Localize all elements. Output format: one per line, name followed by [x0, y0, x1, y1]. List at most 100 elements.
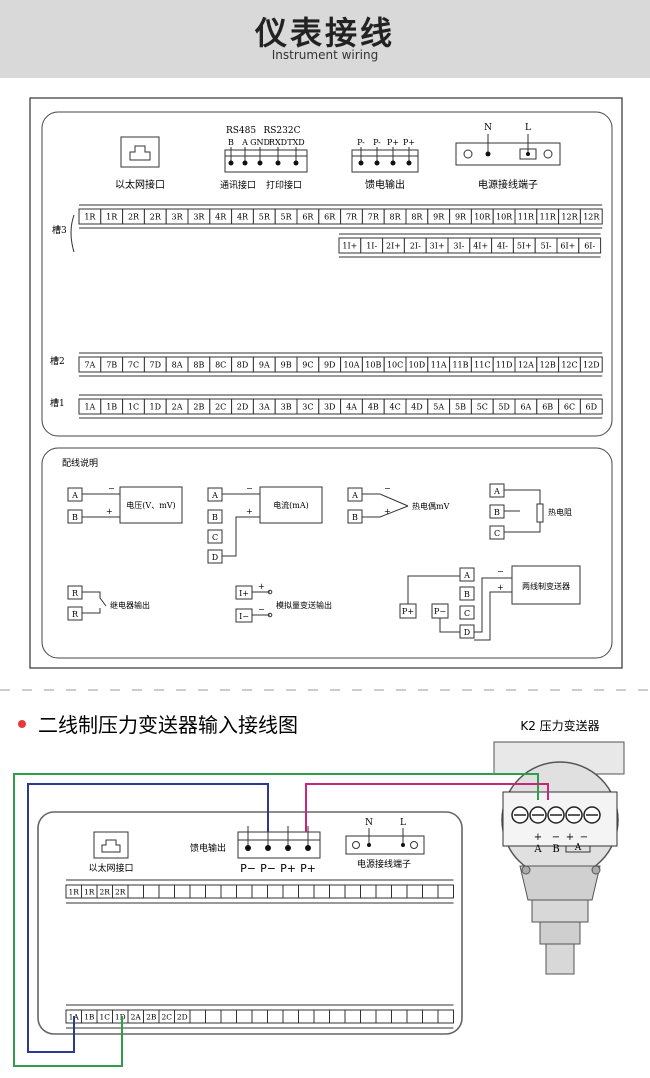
tx-letter-b: B: [552, 844, 559, 855]
power-pin-n-2: N: [365, 818, 373, 828]
terminal-cell: [437, 1009, 454, 1024]
terminal-label: 1C: [128, 402, 139, 411]
analog-label: 模拟量变送输出: [276, 600, 332, 610]
power-terminal-block-2: [345, 828, 425, 855]
terminal-label: 1I+: [342, 241, 357, 250]
relay-diagram: R R 继电器输出: [67, 585, 150, 621]
power-label: 电源接线端子: [478, 178, 538, 191]
terminal-label: 8B: [193, 360, 204, 369]
terminal-cell: [205, 884, 222, 899]
svg-text:B: B: [212, 513, 218, 522]
terminal-label: 2R: [115, 888, 126, 897]
terminal-label: 6R: [324, 212, 336, 221]
terminal-label: 1C: [99, 1013, 110, 1022]
svg-text:−: −: [246, 484, 253, 493]
terminal-label: 1A: [84, 402, 95, 411]
slot2-label: 槽2: [50, 355, 65, 367]
terminal-cell: [251, 884, 268, 899]
terminal-label: 4I-: [497, 241, 508, 250]
feed-pin-label: P+: [280, 862, 296, 875]
rs232-label: RS232C: [263, 126, 300, 136]
transmitter-title: K2 压力变送器: [520, 718, 599, 733]
comm-pin-label: RXD: [269, 138, 287, 147]
page-subtitle: Instrument wiring: [271, 48, 379, 62]
terminal-cell: [236, 884, 253, 899]
outer-frame: [29, 97, 623, 669]
terminal-label: 4R: [237, 212, 249, 221]
slot1-label: 槽1: [50, 397, 65, 409]
comm-pin-label: B: [228, 138, 234, 147]
terminal-cell: [298, 884, 315, 899]
svg-text:P+: P+: [402, 607, 414, 616]
relay-label: 继电器输出: [110, 600, 150, 610]
terminal-label: 3I-: [453, 241, 464, 250]
terminal-label: 2I-: [410, 241, 421, 250]
terminal-label: 12R: [583, 212, 600, 221]
terminal-label: 3I+: [430, 241, 445, 250]
terminal-cell: [406, 884, 423, 899]
terminal-label: 10C: [387, 360, 403, 369]
terminal-label: 5I+: [517, 241, 532, 250]
ethernet-label: 以太网接口: [115, 178, 165, 191]
svg-text:C: C: [494, 529, 500, 538]
rtd-label: 热电阻: [548, 507, 572, 517]
tx-sign: +: [566, 832, 574, 843]
terminal-cell: [298, 1009, 315, 1024]
terminal-label: 9D: [324, 360, 336, 369]
svg-text:A: A: [493, 487, 500, 496]
terminal-label: 4I+: [473, 241, 488, 250]
terminal-cell: [360, 1009, 377, 1024]
bullet-dot: [18, 720, 26, 728]
svg-text:A: A: [211, 491, 218, 500]
terminal-cell: [282, 1009, 299, 1024]
terminal-cell: [375, 1009, 392, 1024]
ethernet-label-2: 以太网接口: [88, 862, 133, 874]
terminal-label: 1R: [84, 212, 96, 221]
terminal-label: 4C: [389, 402, 400, 411]
svg-text:A: A: [351, 491, 358, 500]
terminal-label: 5C: [477, 402, 488, 411]
terminal-cell: [127, 884, 144, 899]
svg-text:B: B: [494, 508, 500, 517]
terminal-cell: [205, 1009, 222, 1024]
terminal-label: 7R: [346, 212, 358, 221]
instrument-panel: [37, 811, 463, 1035]
terminal-label: 6D: [586, 402, 598, 411]
terminal-label: 1D: [150, 402, 162, 411]
terminal-label: 5D: [498, 402, 510, 411]
terminal-label: 5I-: [541, 241, 552, 250]
terminal-label: 5B: [455, 402, 466, 411]
terminal-label: 11R: [518, 212, 535, 221]
terminal-label: 3C: [302, 402, 313, 411]
terminal-label: 10D: [409, 360, 426, 369]
terminal-label: 2C: [215, 402, 226, 411]
terminal-label: 8A: [172, 360, 183, 369]
feed-pin-label: P−: [240, 862, 256, 875]
print-label: 打印接口: [266, 179, 302, 191]
terminal-label: 4R: [215, 212, 227, 221]
terminal-label: 1R: [69, 888, 80, 897]
terminal-cell: [267, 1009, 284, 1024]
feed-terminal-block-2: [237, 826, 321, 859]
slot3-bracket: [70, 214, 75, 253]
svg-text:C: C: [464, 609, 470, 618]
terminal-label: 2R: [150, 212, 162, 221]
terminal-label: 9R: [455, 212, 467, 221]
terminal-cell: [422, 884, 439, 899]
terminal-label: 10B: [365, 360, 381, 369]
terminal-label: 8D: [237, 360, 249, 369]
terminal-label: 6A: [520, 402, 531, 411]
two-wire-diagram: A B C D P+ P− − + 两线制变送器: [399, 565, 581, 641]
terminal-label: 1D: [115, 1013, 126, 1022]
wire-blue: [27, 783, 269, 1053]
terminal-cell: [267, 884, 284, 899]
power-pin-n: N: [484, 123, 492, 133]
terminal-label: 2D: [177, 1013, 188, 1022]
terminal-label: 12B: [540, 360, 556, 369]
tx-bracket: [565, 846, 591, 853]
terminal-label: 3A: [259, 402, 270, 411]
svg-text:+: +: [106, 507, 113, 516]
